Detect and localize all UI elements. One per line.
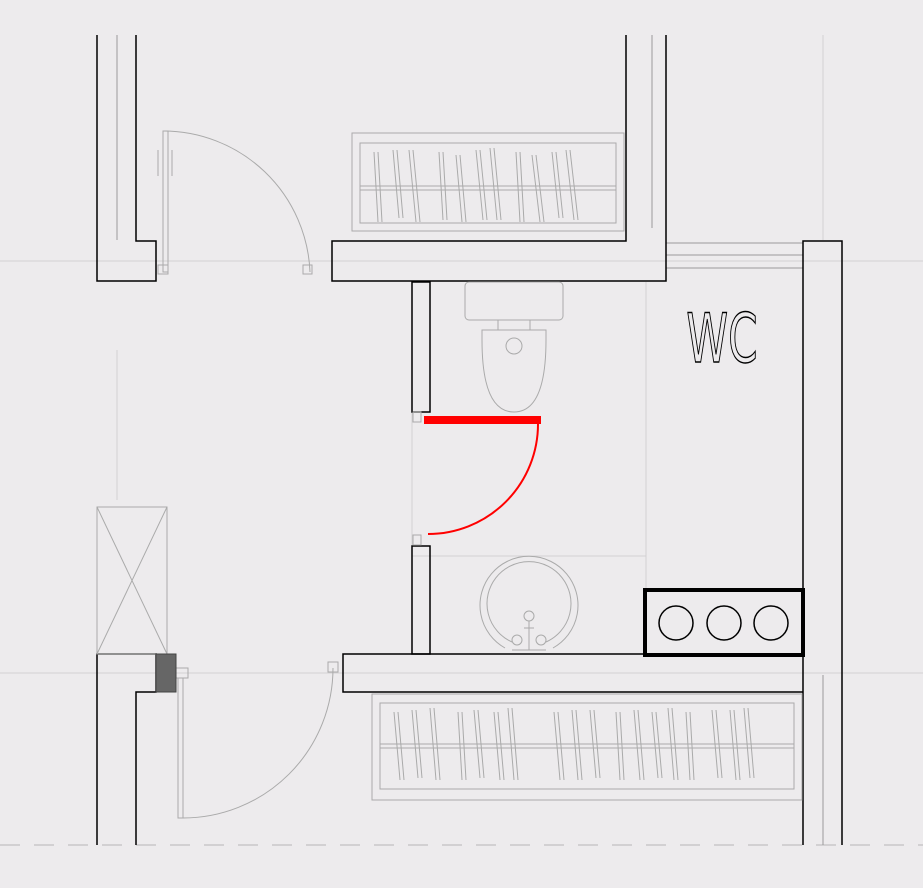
wall-top-left [96,35,157,282]
guide-lines [0,35,923,674]
lower-closet-hangers [393,707,755,781]
wall-partition-lower [411,545,431,655]
wall-right [802,240,843,845]
walls [96,35,843,845]
toilet [464,281,564,413]
wc-door-highlight [412,411,541,546]
wall-upper-storage [331,35,667,282]
wall-bottom-left [96,653,157,845]
upper-closet [351,132,625,232]
wall-inner-lines [116,35,824,845]
gray-marker-block [155,653,177,693]
wall-lower-storage [342,653,803,693]
wall-partition-upper [411,281,431,413]
door-upper-left [157,130,313,275]
shaft-crossed-box [96,506,168,655]
door-lower-left [175,661,339,819]
upper-closet-hangers [373,147,579,223]
three-circle-fixture [643,588,805,657]
wash-basin [479,555,579,651]
room-label-wc: WC [686,299,757,378]
lower-closet [371,693,803,801]
